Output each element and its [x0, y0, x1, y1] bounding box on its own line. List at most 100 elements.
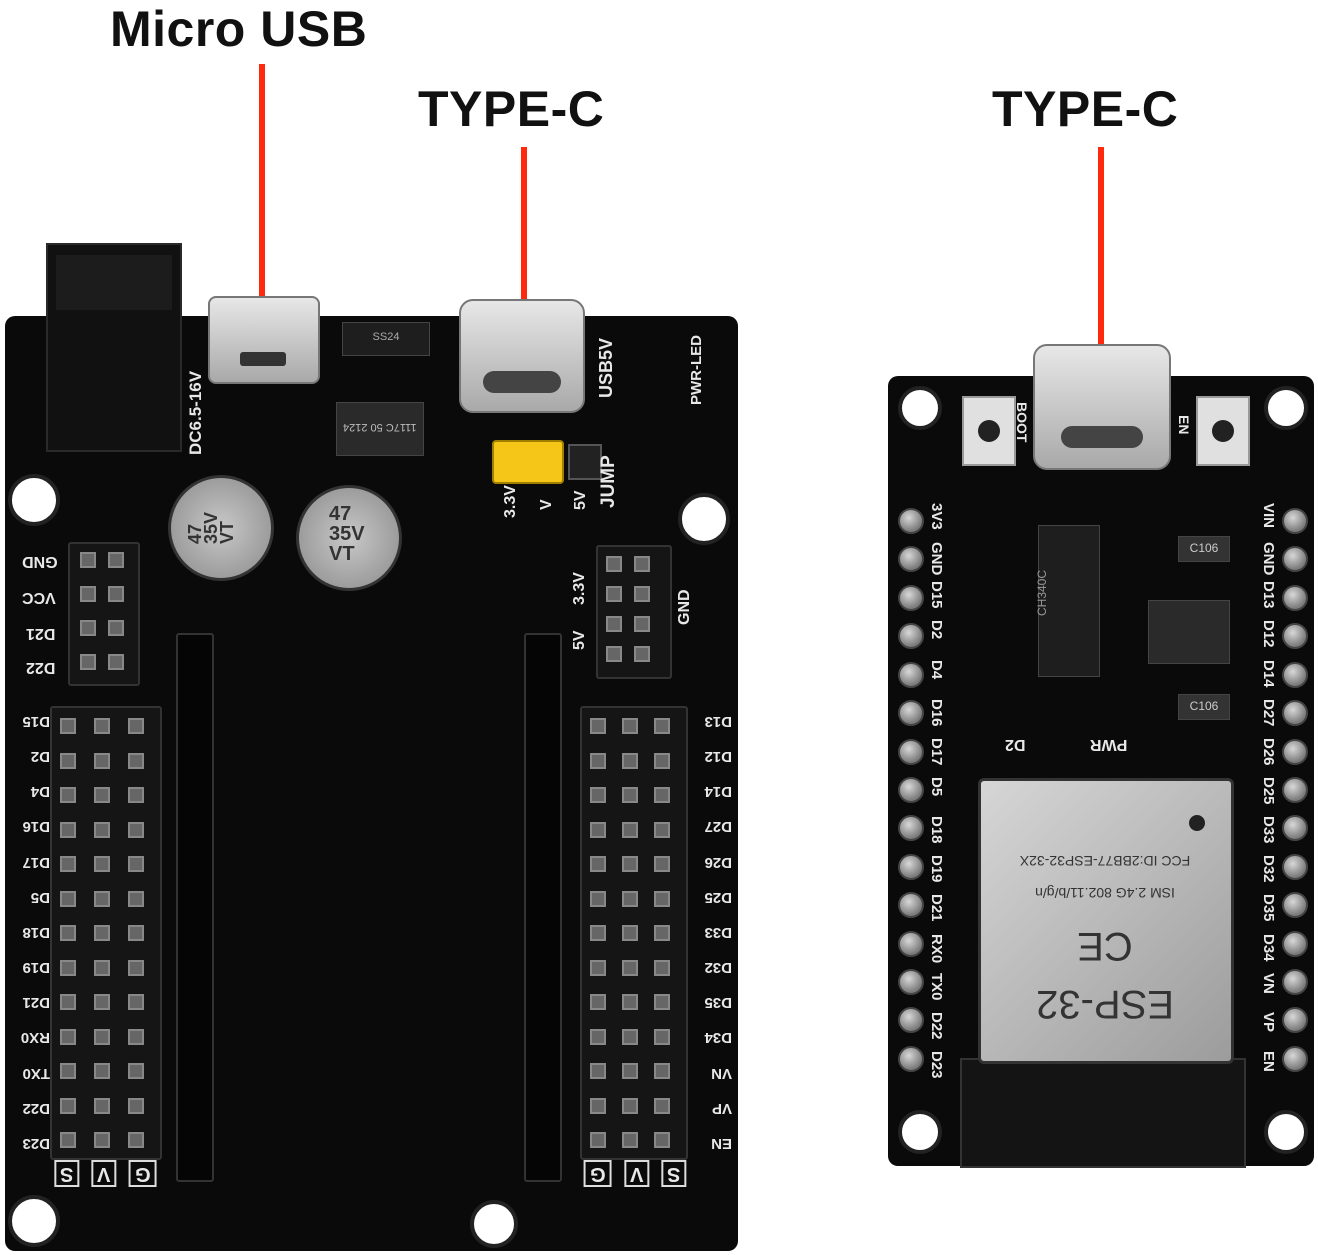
female-socket-left [176, 633, 214, 1182]
jumper-pin-right [568, 444, 602, 480]
exp-left-header-pin-10-2 [128, 1063, 144, 1079]
exp-right-header-pin-1-0 [590, 752, 606, 769]
exp-left-pin-label-6: D18 [22, 923, 50, 941]
devkit-left-pin-label-7: D5 [928, 776, 945, 797]
exp-right-header-pin-8-0 [590, 994, 606, 1010]
micro-usb-callout: Micro USB [110, 1, 368, 57]
devkit-right-pin-7 [1282, 776, 1308, 803]
aux-header-pin-0-0 [80, 552, 96, 568]
devkit-left-pin-label-13: D22 [928, 1011, 945, 1040]
en-button[interactable] [1196, 396, 1250, 466]
exp-left-header-pin-1-2 [128, 752, 144, 769]
mount-hole-left-2 [678, 493, 730, 545]
exp-left-pin-label-11: D22 [22, 1099, 50, 1117]
en-label-top: EN [1176, 415, 1192, 435]
type-c-port-left[interactable] [459, 299, 585, 413]
devkit-right-pin-0 [1282, 508, 1308, 534]
exp-left-header-pin-5-2 [128, 890, 144, 907]
exp-left-header-pin-11-0 [60, 1097, 76, 1114]
devkit-right-pin-1 [1282, 546, 1308, 573]
devkit-right-pin-label-0: VIN [1260, 503, 1277, 529]
devkit-left-pin-9 [898, 853, 924, 880]
led-pwr-label: PWR [1090, 736, 1128, 753]
exp-left-header-pin-10-0 [60, 1063, 76, 1079]
exp-right-header-pin-11-2 [654, 1097, 670, 1114]
exp-left-header-pin-2-1 [94, 787, 110, 803]
devkit-right-pin-label-9: D32 [1260, 855, 1277, 883]
exp-right-header-pin-11-0 [590, 1097, 606, 1114]
exp-left-header-pin-3-0 [60, 821, 76, 838]
usb5v-label: USB5V [596, 337, 616, 398]
exp-left-pin-label-0: D15 [22, 713, 50, 730]
devkit-right-pin-label-11: D34 [1260, 933, 1277, 962]
exp-left-pin-label-8: D21 [22, 994, 50, 1012]
capacitor-left: 47 35V VT [168, 475, 274, 581]
exp-left-header-pin-11-1 [94, 1097, 110, 1114]
exp-right-pin-label-4: D26 [704, 853, 732, 871]
jumper-option-3v3: 3.3V [502, 485, 519, 518]
devkit-left-pin-0 [898, 508, 924, 534]
exp-left-header-pin-6-0 [60, 925, 76, 941]
exp-right-header-pin-12-2 [654, 1132, 670, 1148]
micro-usb-port[interactable] [208, 296, 320, 384]
c106-cap-2: C106 [1178, 694, 1230, 720]
boot-button[interactable] [962, 396, 1016, 466]
exp-left-header-pin-9-1 [94, 1028, 110, 1045]
aux-header-pin-0-1 [108, 552, 124, 568]
exp-right-header-pin-2-0 [590, 787, 606, 803]
exp-left-header-pin-5-1 [94, 890, 110, 907]
exp-right-pin-label-2: D14 [704, 783, 732, 801]
power-jumper[interactable] [492, 440, 564, 484]
exp-left-pin-label-5: D5 [30, 888, 50, 906]
exp-left-header-pin-8-1 [94, 994, 110, 1010]
aux-header-pin-1-1 [108, 586, 124, 602]
exp-left-pin-label-12: D23 [22, 1134, 50, 1152]
devkit-hole-2 [1264, 386, 1308, 430]
mount-hole-left-1 [8, 474, 60, 526]
boot-label: BOOT [1014, 402, 1030, 443]
power-header-pin-2-1 [634, 616, 650, 632]
exp-left-header-pin-7-2 [128, 959, 144, 976]
aux-header-pin-1-0 [80, 586, 96, 602]
devkit-right-pin-label-6: D26 [1260, 737, 1277, 766]
exp-right-header-pin-4-2 [654, 856, 670, 872]
exp-right-header-pin-10-1 [622, 1063, 638, 1079]
devkit-left-pin-label-5: D16 [928, 698, 945, 727]
aux-header-pin-3-1 [108, 654, 124, 670]
jumper-option-v: V [538, 499, 555, 510]
devkit-right-pin-label-14: EN [1260, 1050, 1277, 1072]
module-ce-text: CE [1077, 924, 1133, 968]
type-c-port-right[interactable] [1033, 344, 1171, 470]
module-fcc-text: FCC ID:2BB77-ESP32-32X [1019, 853, 1191, 869]
regulator-text: 1117C 50 2124 [343, 421, 417, 433]
exp-right-pin-label-11: VP [711, 1099, 732, 1117]
devkit-left-pin-label-8: D18 [928, 816, 945, 844]
devkit-right-pin-2 [1282, 584, 1308, 611]
exp-right-header-pin-8-1 [622, 994, 638, 1010]
exp-left-header-pin-10-1 [94, 1063, 110, 1079]
exp-right-header-pin-3-1 [622, 821, 638, 838]
svg-label-s: S [54, 1160, 80, 1187]
exp-right-header-pin-0-2 [654, 718, 670, 734]
devkit-left-pin-12 [898, 969, 924, 996]
exp-right-pin-label-10: VN [711, 1064, 732, 1082]
exp-right-header-pin-7-0 [590, 959, 606, 976]
devkit-right-pin-label-5: D27 [1260, 698, 1277, 727]
module-name-text: ESP-32 [1036, 982, 1174, 1026]
svg-labels-left: S V G [54, 1160, 157, 1187]
exp-left-pin-label-7: D19 [22, 959, 50, 977]
aux-label-vcc: VCC [22, 589, 56, 606]
devkit-right-pin-4 [1282, 661, 1308, 688]
exp-right-header-pin-3-0 [590, 821, 606, 838]
mount-hole-left-4 [470, 1200, 518, 1248]
cap-left-text: 47 35V VT [185, 511, 238, 545]
type-c-left-callout: TYPE-C [418, 81, 605, 137]
power-header-pin-0-1 [634, 556, 650, 572]
exp-right-header-pin-11-1 [622, 1097, 638, 1114]
female-socket-right [524, 633, 562, 1182]
devkit-right-pin-row [1282, 508, 1308, 1072]
svg-labels-right: G V S [584, 1160, 687, 1187]
